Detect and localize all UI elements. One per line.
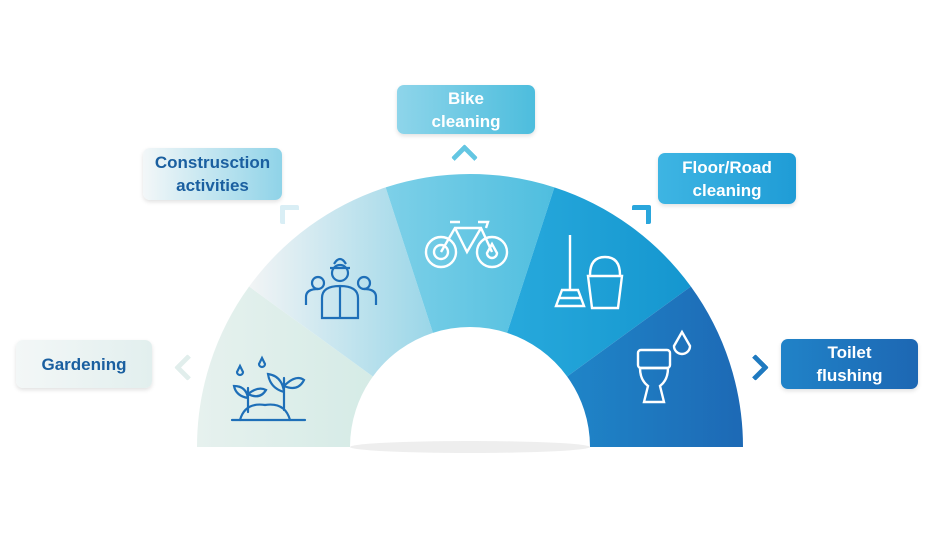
chevron-up-right-icon [632,205,651,224]
floor-text-1: Floor/Road [682,157,772,177]
segment-floor-road-cleaning [507,187,691,377]
label-bike-cleaning: Bike cleaning [397,85,535,134]
segment-bike-cleaning [385,174,555,333]
bike-text-2: cleaning [431,111,501,131]
broom-bucket-icon [554,235,624,310]
chevron-up-left-icon [280,205,299,224]
label-construction: Construsction activities [143,148,282,200]
construction-text-1: Construsction [154,153,271,172]
gardening-text: Gardening [41,354,127,374]
floor-text-2: cleaning [692,180,762,200]
toilet-icon [636,329,692,404]
label-gardening: Gardening [16,340,152,388]
toilet-text-1: Toilet [827,343,872,362]
workers-icon [304,257,378,320]
label-floor-road-cleaning: Floor/Road cleaning [658,153,796,204]
segment-toilet-flushing [567,286,743,447]
plant-icon [230,355,307,422]
construction-text-2: activities [176,176,249,195]
segment-gardening [197,286,373,447]
bike-text-1: Bike [448,88,484,108]
toilet-text-2: flushing [816,366,883,385]
bicycle-icon [424,220,509,269]
label-toilet-flushing: Toilet flushing [781,339,918,389]
